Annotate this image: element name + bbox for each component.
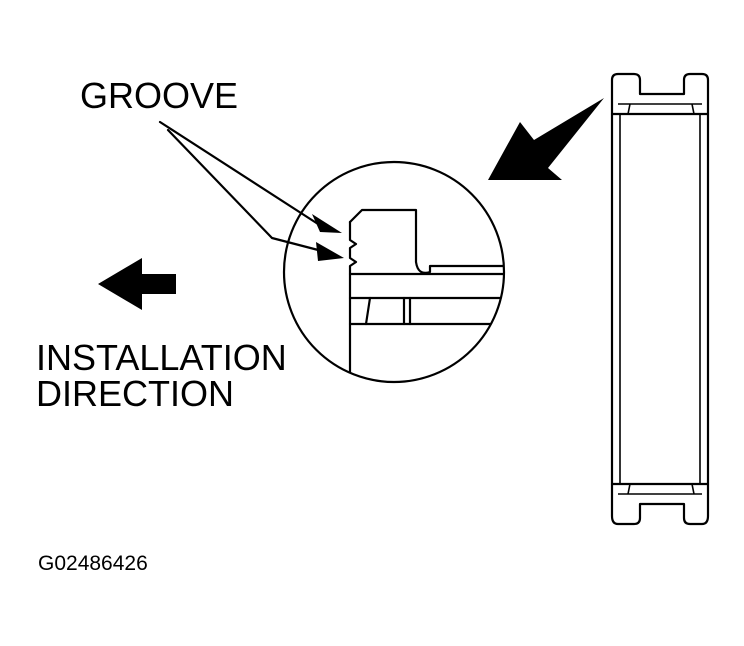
detail-magnifier	[282, 160, 506, 384]
groove-label: GROOVE	[80, 75, 238, 116]
seal-cross-section	[610, 72, 710, 526]
arrow-left-icon	[98, 258, 176, 310]
groove-leader-lines	[158, 120, 344, 261]
figure-id: G02486426	[38, 552, 148, 575]
installation-label-line1: INSTALLATION	[36, 337, 287, 378]
installation-label-line2: DIRECTION	[36, 373, 234, 414]
arrow-down-left-icon	[488, 98, 604, 180]
